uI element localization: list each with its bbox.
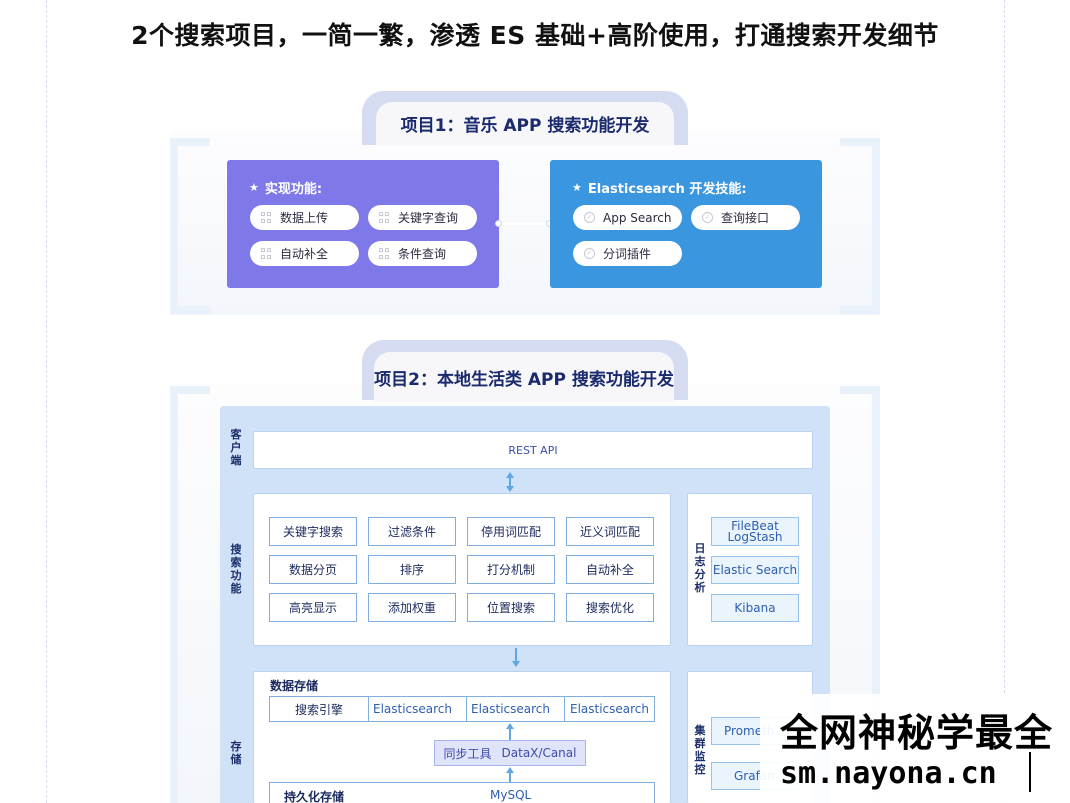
- skill-pill-label: App Search: [603, 210, 672, 225]
- arrow-down-head: [512, 661, 520, 667]
- project1-features-card: ★ 实现功能: 数据上传 关键字查询 自动补全 条件查询: [227, 160, 499, 288]
- grid-icon: [379, 212, 390, 223]
- skills-title: ★ Elasticsearch 开发技能:: [572, 178, 747, 197]
- feature-pill: 数据上传: [250, 205, 359, 230]
- sync-tool-label: 同步工具: [443, 746, 492, 761]
- search-engine-row: 搜索引擎 Elasticsearch Elasticsearch Elastic…: [269, 696, 655, 722]
- connector-dot: [495, 220, 502, 227]
- search-feature-box: 停用词匹配: [467, 517, 555, 546]
- data-storage-heading: 数据存储: [270, 679, 319, 693]
- project2-left-bracket: [170, 386, 210, 803]
- storage-layer-label: 存储: [230, 740, 242, 766]
- search-engine-label: 搜索引擎: [294, 702, 343, 717]
- search-feature-box: 排序: [368, 555, 456, 584]
- project1-left-bracket: [170, 138, 210, 314]
- search-feature-box: 高亮显示: [269, 593, 357, 622]
- arrow-shaft: [509, 477, 511, 487]
- arrow-up-head: [506, 472, 514, 478]
- check-circle-icon: ✓: [584, 212, 595, 223]
- search-feature-box: 搜索优化: [566, 593, 654, 622]
- search-feature-box: 近义词匹配: [566, 517, 654, 546]
- left-guide-line: [46, 0, 47, 803]
- watermark-line1: 全网神秘学最全: [780, 711, 1054, 755]
- search-feature-box: 数据分页: [269, 555, 357, 584]
- project2-right-bracket: [840, 386, 880, 803]
- skill-pill: ✓ 查询接口: [691, 205, 800, 230]
- project1-skills-card: ★ Elasticsearch 开发技能: ✓ App Search ✓ 查询接…: [550, 160, 822, 288]
- search-feature-box: 位置搜索: [467, 593, 555, 622]
- feature-pill: 自动补全: [250, 241, 359, 266]
- skills-title-text: Elasticsearch 开发技能:: [587, 182, 747, 197]
- cluster-layer-label: 集群监控: [694, 724, 706, 776]
- grid-icon: [379, 248, 390, 259]
- search-feature-box: 自动补全: [566, 555, 654, 584]
- arrow-shaft: [509, 772, 511, 782]
- mysql-label: MySQL: [490, 788, 532, 802]
- project2-tab-title: 项目2：本地生活类 APP 搜索功能开发: [374, 352, 674, 402]
- skill-pill-label: 查询接口: [721, 211, 770, 225]
- sync-tool-names: DataX/Canal: [501, 746, 577, 760]
- skill-pill: ✓ 分词插件: [573, 241, 682, 266]
- rest-api-box: REST API: [253, 431, 813, 469]
- check-circle-icon: ✓: [584, 248, 595, 259]
- star-icon: ★: [249, 181, 259, 194]
- es-node-box: Elasticsearch: [564, 697, 654, 721]
- es-node-box: Elasticsearch: [466, 697, 554, 721]
- project1-tab-title: 项目1：音乐 APP 搜索功能开发: [376, 102, 674, 145]
- feature-pill-label: 自动补全: [280, 247, 329, 261]
- features-title: ★ 实现功能:: [249, 178, 322, 197]
- persistence-label: 持久化存储: [284, 790, 345, 803]
- persistence-row: 持久化存储 MySQL: [269, 782, 655, 803]
- page-headline: 2个搜索项目，一简一繁，渗透 ES 基础+高阶使用，打通搜索开发细节: [131, 21, 939, 50]
- feature-pill: 关键字查询: [368, 205, 477, 230]
- skill-pill-label: 分词插件: [603, 247, 652, 261]
- watermark-backdrop: [760, 694, 1070, 803]
- right-guide-line: [1004, 0, 1005, 803]
- search-feature-box: 过滤条件: [368, 517, 456, 546]
- grid-icon: [261, 248, 272, 259]
- search-feature-box: 关键字搜索: [269, 517, 357, 546]
- feature-pill-label: 条件查询: [398, 247, 447, 261]
- client-layer-label: 客户端: [230, 428, 242, 467]
- arrow-shaft: [515, 648, 517, 662]
- es-node-box: Elasticsearch: [368, 697, 456, 721]
- arrow-up-head: [506, 723, 514, 729]
- watermark-line2: sm.nayona.cn: [780, 756, 997, 791]
- log-tool-box: Kibana: [711, 594, 799, 622]
- log-layer-label: 日志分析: [694, 542, 706, 594]
- grid-icon: [261, 212, 272, 223]
- arrow-down-head: [506, 486, 514, 492]
- search-feature-box: 添加权重: [368, 593, 456, 622]
- feature-pill-label: 关键字查询: [398, 211, 459, 225]
- feature-pill: 条件查询: [368, 241, 477, 266]
- log-tool-box: Elastic Search: [711, 556, 799, 584]
- arrow-up-head: [506, 767, 514, 773]
- feature-pill-label: 数据上传: [280, 211, 329, 225]
- text-cursor: [1029, 752, 1031, 792]
- storage-panel: [253, 671, 671, 803]
- sync-tool-box: 同步工具 DataX/Canal: [434, 740, 586, 766]
- arrow-shaft: [509, 728, 511, 740]
- project1-right-bracket: [840, 138, 880, 314]
- search-feature-box: 打分机制: [467, 555, 555, 584]
- skill-pill: ✓ App Search: [573, 205, 682, 230]
- search-layer-label: 搜索功能: [230, 543, 242, 595]
- check-circle-icon: ✓: [702, 212, 713, 223]
- log-tool-box: FileBeat LogStash: [711, 517, 799, 546]
- card-connector-line: [499, 223, 550, 225]
- features-title-text: 实现功能:: [264, 182, 323, 197]
- star-icon: ★: [572, 181, 582, 194]
